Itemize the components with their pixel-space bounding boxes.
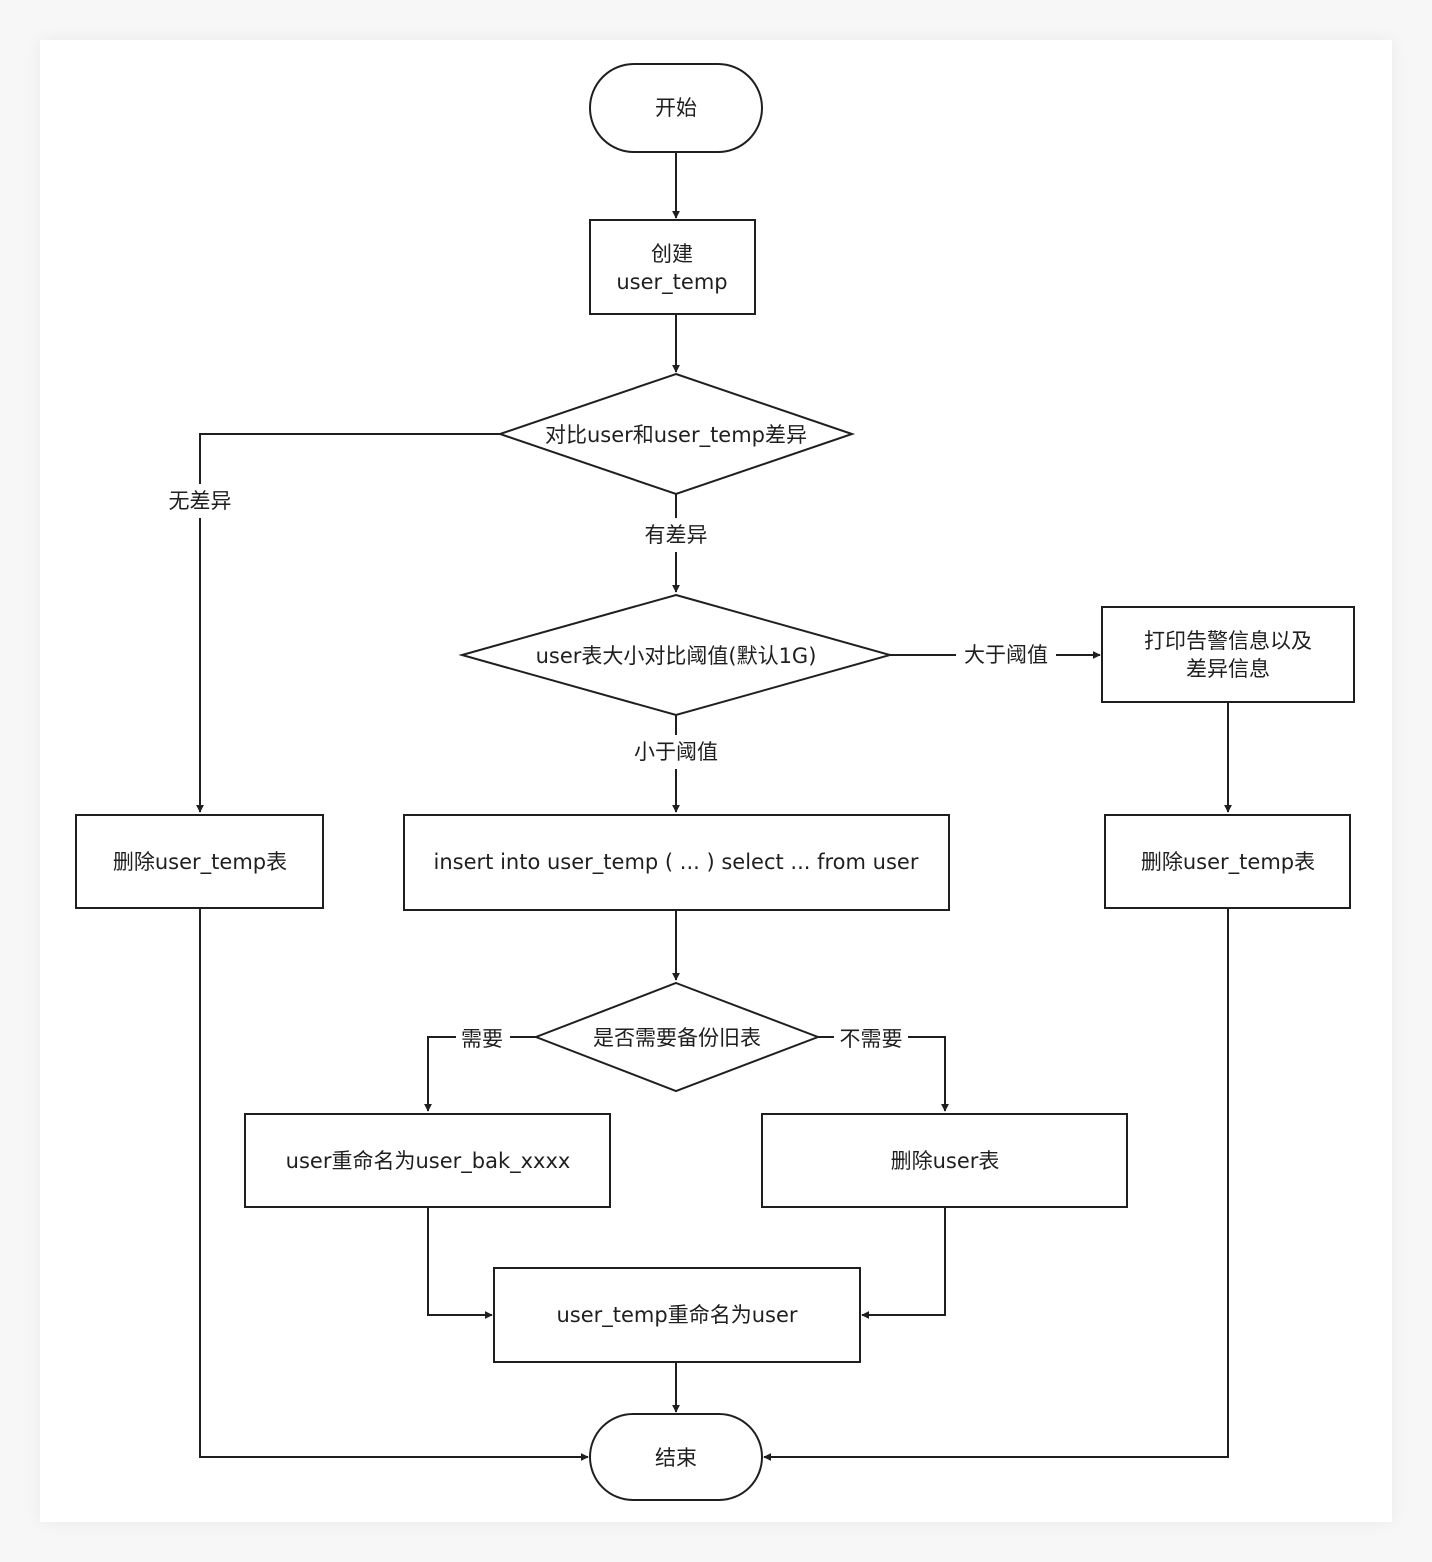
node-end-label: 结束: [655, 1446, 697, 1470]
node-size-check-label: user表大小对比阈值(默认1G): [536, 644, 817, 668]
edge-label-no-need: 不需要: [840, 1027, 903, 1051]
edge-compare-delete-left: [196, 433, 500, 813]
node-delete-temp-right: 删除user_temp表: [1104, 814, 1351, 909]
flowchart-svg: 无差异 有差异 大于阈值 小于阈值 需要 不需要 开始 创建 user_temp…: [75, 63, 1355, 1501]
node-size-check: user表大小对比阈值(默认1G): [458, 593, 894, 717]
edge-label-less: 小于阈值: [634, 740, 718, 764]
node-backup-check: 是否需要备份旧表: [533, 981, 821, 1093]
edge-label-has-diff: 有差异: [645, 523, 708, 547]
edge-label-need: 需要: [461, 1027, 503, 1051]
node-rename-bak: user重命名为user_bak_xxxx: [244, 1113, 611, 1208]
edge-labels: 无差异 有差异 大于阈值 小于阈值 需要 不需要: [162, 484, 1056, 1054]
node-alert-label-line2: 差异信息: [1186, 657, 1270, 681]
node-backup-check-label: 是否需要备份旧表: [593, 1026, 761, 1050]
node-delete-temp-left: 删除user_temp表: [75, 814, 324, 909]
node-end: 结束: [589, 1413, 763, 1501]
node-insert: insert into user_temp ( ... ) select ...…: [403, 814, 950, 911]
node-alert-label-line1: 打印告警信息以及: [1144, 629, 1312, 653]
node-delete-temp-right-label: 删除user_temp表: [1141, 850, 1315, 875]
edge-rename-bak-rename-temp: [427, 1207, 493, 1319]
node-insert-label: insert into user_temp ( ... ) select ...…: [434, 850, 919, 875]
node-delete-temp-left-label: 删除user_temp表: [113, 850, 287, 875]
edge-label-greater: 大于阈值: [964, 643, 1048, 667]
edge-delete-right-end: [763, 908, 1229, 1461]
node-create-label-line1: 创建: [651, 242, 693, 266]
node-delete-user-label: 删除user表: [891, 1149, 1000, 1173]
node-rename-bak-label: user重命名为user_bak_xxxx: [286, 1149, 571, 1174]
node-compare-diff-label: 对比user和user_temp差异: [545, 423, 807, 448]
edges: [196, 152, 1232, 1461]
node-rename-temp: user_temp重命名为user: [493, 1267, 861, 1363]
node-alert: 打印告警信息以及 差异信息: [1101, 606, 1355, 703]
node-compare-diff: 对比user和user_temp差异: [496, 372, 856, 496]
node-start-label: 开始: [655, 96, 697, 120]
node-delete-user: 删除user表: [761, 1113, 1128, 1208]
node-create-label-line2: user_temp: [616, 270, 727, 295]
edge-delete-left-end: [199, 908, 589, 1461]
edge-delete-user-rename-temp: [861, 1207, 946, 1319]
node-rename-temp-label: user_temp重命名为user: [556, 1303, 797, 1328]
node-start: 开始: [589, 63, 763, 153]
flowchart-canvas: 无差异 有差异 大于阈值 小于阈值 需要 不需要 开始 创建 user_temp…: [40, 40, 1392, 1522]
node-create: 创建 user_temp: [589, 219, 756, 315]
edge-label-no-diff: 无差异: [169, 489, 232, 513]
